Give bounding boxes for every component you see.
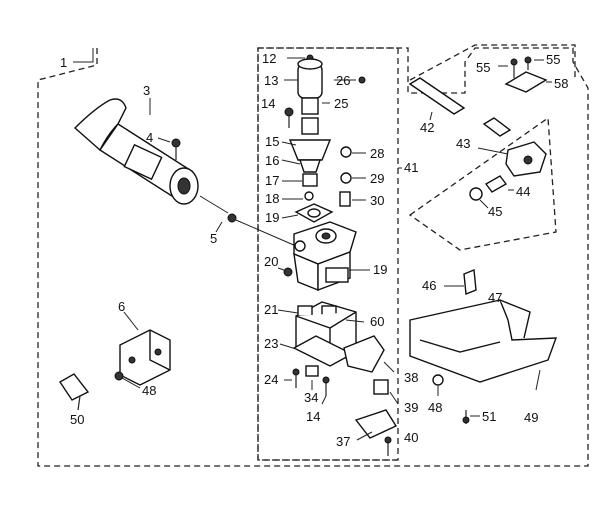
leader-1 — [73, 48, 94, 63]
label-48-left: 48 — [142, 383, 156, 398]
label-55-right: 55 — [546, 52, 560, 67]
center-group-boundary — [257, 47, 399, 461]
bracket-6 — [119, 311, 171, 386]
label-34: 34 — [304, 390, 318, 405]
label-21: 21 — [264, 302, 278, 317]
label-15: 15 — [265, 134, 279, 149]
label-45: 45 — [488, 204, 502, 219]
label-26: 26 — [336, 73, 350, 88]
top-right-bracket — [498, 56, 552, 93]
pilot-assembly — [469, 141, 547, 209]
mounting-bracket-assembly — [409, 269, 558, 424]
label-29: 29 — [370, 171, 384, 186]
screw-48-left — [114, 371, 141, 389]
top-right-group-boundary — [409, 44, 576, 81]
thermocouple-tube-42 — [408, 77, 512, 137]
electrode-50 — [59, 373, 90, 411]
label-48-right: 48 — [428, 400, 442, 415]
label-40: 40 — [404, 430, 418, 445]
label-18: 18 — [265, 191, 279, 206]
label-46: 46 — [422, 278, 436, 293]
label-19-right: 19 — [373, 262, 387, 277]
label-44: 44 — [516, 184, 530, 199]
label-30: 30 — [370, 193, 384, 208]
label-6: 6 — [118, 299, 125, 314]
label-19-left: 19 — [265, 210, 279, 225]
label-47: 47 — [488, 290, 502, 305]
burner-tube-assembly — [73, 98, 199, 205]
label-51: 51 — [482, 409, 496, 424]
label-3: 3 — [143, 83, 150, 98]
label-20: 20 — [264, 254, 278, 269]
label-5: 5 — [210, 231, 217, 246]
label-41: 41 — [404, 160, 418, 175]
label-12: 12 — [262, 51, 276, 66]
label-4: 4 — [146, 130, 153, 145]
orifice-5 — [199, 195, 297, 247]
label-23: 23 — [264, 336, 278, 351]
label-13: 13 — [264, 73, 278, 88]
label-39: 39 — [404, 400, 418, 415]
label-42: 42 — [420, 120, 434, 135]
label-14-upper: 14 — [261, 96, 275, 111]
label-16: 16 — [265, 153, 279, 168]
label-28: 28 — [370, 146, 384, 161]
label-60: 60 — [370, 314, 384, 329]
label-55-left: 55 — [476, 60, 490, 75]
gas-valve-stack — [277, 54, 402, 456]
label-17: 17 — [265, 173, 279, 188]
label-58: 58 — [554, 76, 568, 91]
outer-assembly-boundary — [37, 47, 589, 467]
label-37: 37 — [336, 434, 350, 449]
label-25: 25 — [334, 96, 348, 111]
right-subassembly-boundary — [408, 116, 557, 251]
label-38: 38 — [404, 370, 418, 385]
label-1: 1 — [60, 55, 67, 70]
label-49: 49 — [524, 410, 538, 425]
screw-4 — [157, 137, 181, 160]
label-43: 43 — [456, 136, 470, 151]
label-24: 24 — [264, 372, 278, 387]
label-14-lower: 14 — [306, 409, 320, 424]
label-50: 50 — [70, 412, 84, 427]
